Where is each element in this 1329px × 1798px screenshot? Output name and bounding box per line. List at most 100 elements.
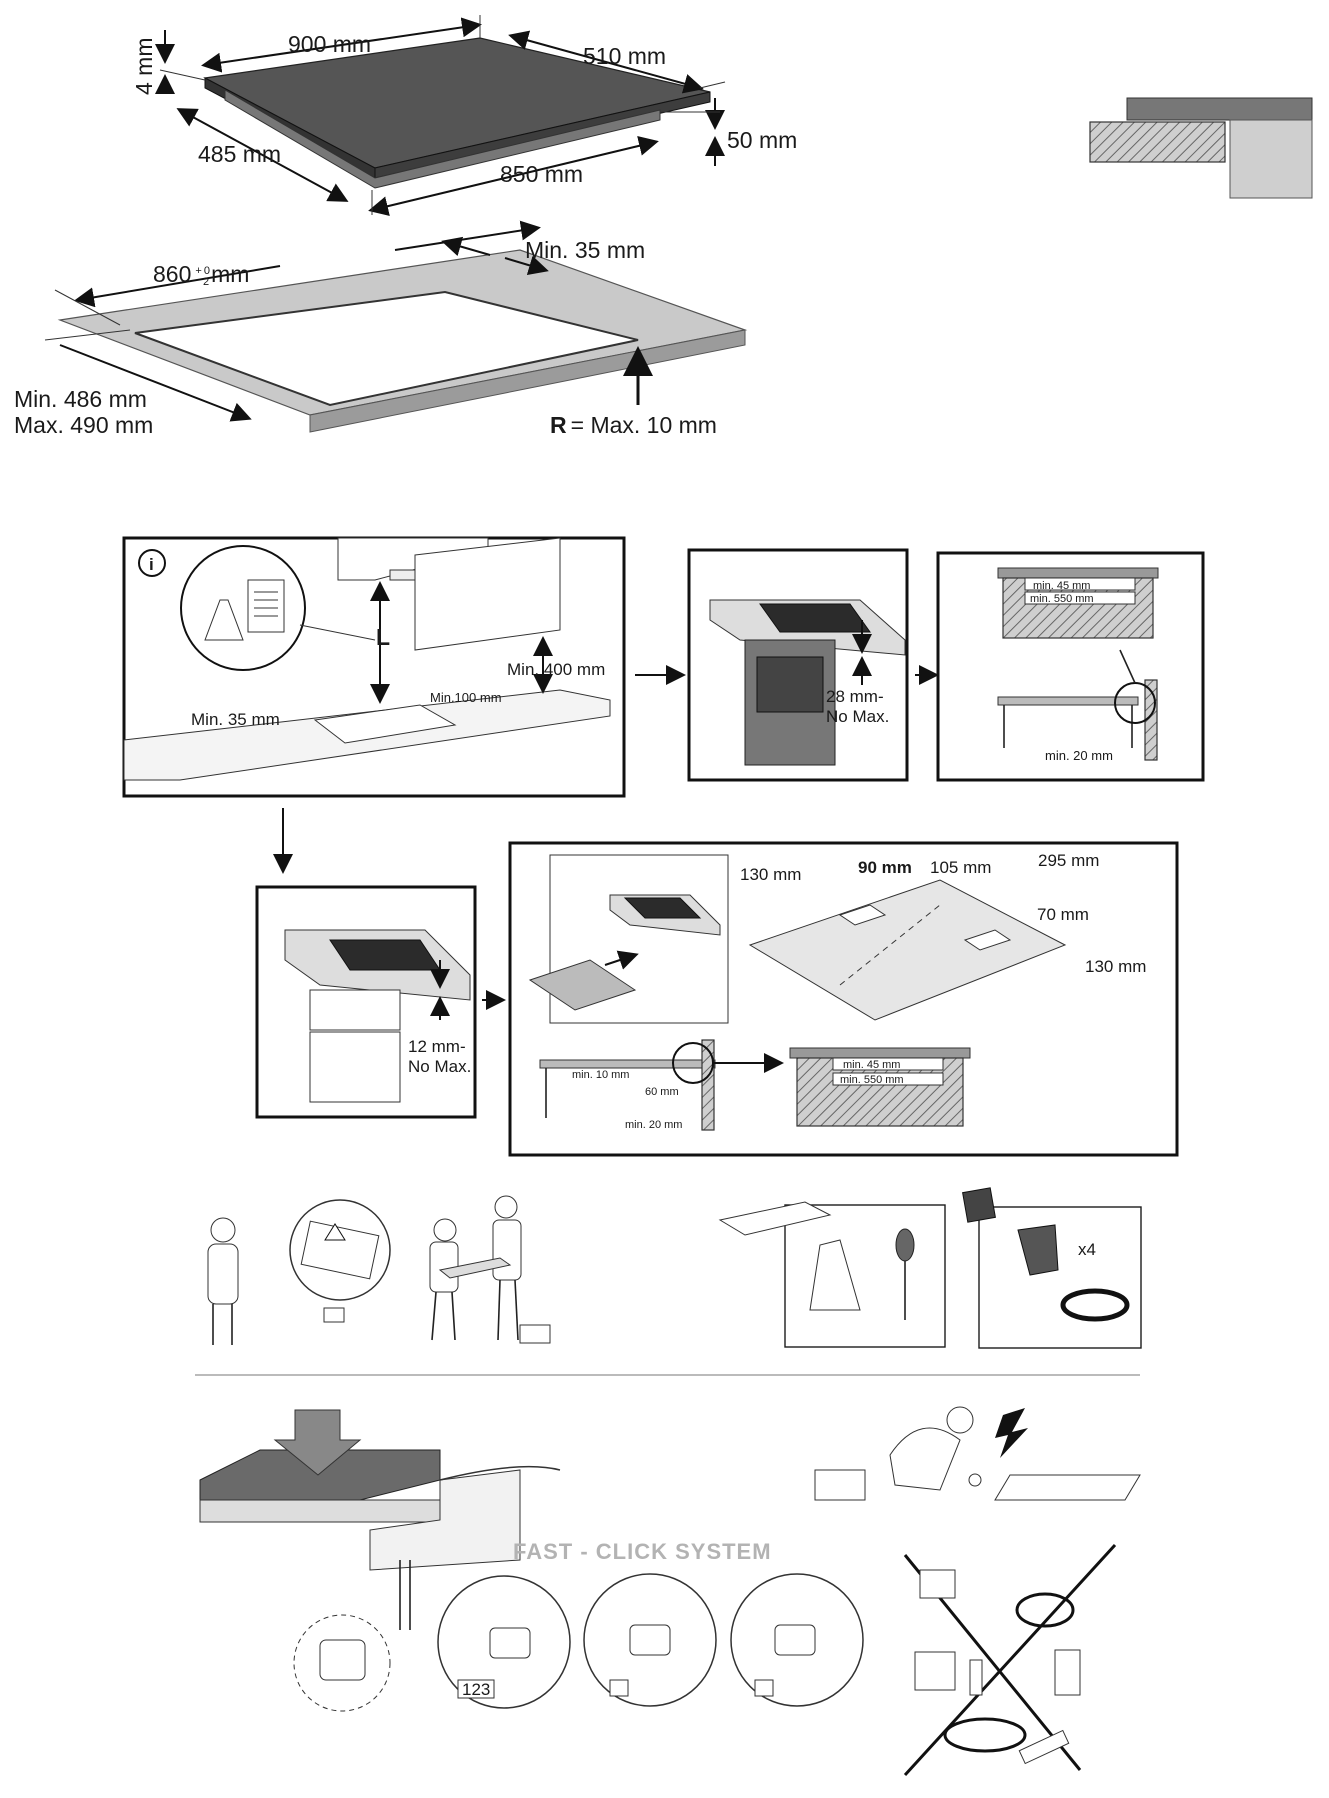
lower-shelf [539,1059,716,1069]
bracket-icon [1017,1224,1059,1276]
inset-board [528,959,637,1011]
warning-icon [324,1223,346,1241]
cutout-tolerance-plus: + [195,265,201,277]
drawer-gap-label-top: 12 mm- [408,1037,466,1056]
oven-hob [759,603,871,633]
inset-push-arrow [604,950,639,970]
step-1-clip [489,1627,531,1659]
worker2-body [492,1219,522,1281]
multiplier-label: x4 [1078,1240,1096,1259]
cutout-width-tick [54,289,121,326]
min550-box-1 [1024,591,1136,605]
cutout-width-arrow-a [74,265,281,308]
tools-box [784,1204,946,1348]
plug-icon [968,1473,982,1487]
extension-cord-icon [1015,1592,1075,1628]
inner-width-arrow [368,136,659,216]
section-cabinet [1229,119,1313,199]
min45-box-2 [832,1057,944,1071]
min35-label: Min. 35 mm [191,710,280,729]
section-hob-2 [789,1047,971,1059]
cutout-width-arrow-b [394,220,541,251]
power-strip-cord [943,1717,1027,1753]
hob-base [199,1499,441,1523]
reader-body [207,1243,239,1305]
worker1-leg-b [451,1291,456,1341]
screwdriver-handle [895,1228,915,1262]
install-row: FAST - CLICK SYSTEM 123 [199,1406,1141,1777]
dim-inner-width-label: 850 mm [500,161,583,187]
min35-arrow-b [504,255,549,275]
radius-letter: R [550,412,567,438]
radius-value: = Max. 10 mm [571,412,717,438]
electrician-head [946,1406,974,1434]
lightning-icon [995,1408,1028,1458]
panel-130-a-label: 130 mm [740,865,801,884]
toolbox-icon [718,1201,832,1236]
cutout-width-unit: mm [211,261,249,287]
back-panel-notch-a [838,904,887,926]
power-strip-icon [1018,1729,1070,1765]
toolbox-small [519,1324,551,1344]
min550-box-2 [832,1072,944,1086]
step-3-box [754,1679,774,1697]
back-panel [748,879,1067,1021]
dim-thickness-label: 4 mm [131,38,157,96]
cutout-depth-max-label: Max. 490 mm [14,412,153,438]
cutout-hole [134,290,639,407]
section-detail-pointer-1 [1119,649,1136,684]
electrician-body [889,1427,961,1491]
min550-label-1: min. 550 mm [1030,593,1094,605]
manual-page [247,579,285,633]
dim-width-label: 900 mm [288,31,371,57]
section-panel-1: min. 45 mm min. 550 mm min. 20 mm [936,551,1205,782]
cutout-depth-tick [44,329,131,341]
gloves-icon [809,1239,861,1311]
hood-pointer [299,624,376,641]
drawer-panel: 12 mm- No Max. [255,885,477,1119]
drawer-gap-label-bot: No Max. [408,1057,471,1076]
dim-depth-label: 510 mm [583,43,666,69]
worker1-leg-a [431,1291,437,1341]
oven-panel: 28 mm- No Max. [687,548,909,782]
panel-105-label: 105 mm [930,858,991,877]
cutout-width-number: 860 [153,261,191,287]
kitchen-clearance-panel: i L Min. 400 mm Min. 35 mm Min.100 mm [122,536,626,798]
step-3-clip [774,1624,816,1656]
cutout-min-edge-label: Min. 35 mm [525,237,645,263]
double-socket-icon [1054,1649,1081,1696]
info-icon [138,549,166,577]
electrician-toolbox [814,1469,866,1501]
tape-roll-icon [1060,1288,1130,1322]
worker2-head [494,1195,518,1219]
min20-label-2: min. 20 mm [625,1119,682,1131]
cutout-depth-arrow [59,344,252,422]
inner-depth-arrow [176,108,349,202]
min20-label-1: min. 20 mm [1045,748,1113,763]
panel-cutout-section: 130 mm 90 mm 105 mm 295 mm 70 mm 130 mm … [508,841,1179,1157]
carried-hob [438,1257,512,1279]
safety-row: x4 [207,1187,1142,1349]
panel-295-label: 295 mm [1038,851,1099,870]
socket-icon [914,1651,956,1691]
section-worktop [1089,121,1226,163]
oven-window [756,656,824,713]
min45-box-1 [1024,577,1136,591]
section-hob [1126,97,1313,121]
depth-arrow [508,30,704,94]
radius-label: R= Max. 10 mm [550,412,717,438]
min550-label-2: min. 550 mm [840,1074,904,1086]
clip-icon [319,1639,366,1681]
min35-arrow-a [441,236,491,257]
depth-tick [699,81,726,89]
drawer-1 [309,989,401,1031]
hood-sketch [204,599,244,641]
hood-letter: L [376,624,390,650]
inset-hob [623,897,702,919]
worktop-section [1089,97,1313,199]
drawer-hob [329,939,441,971]
book-icon [323,1307,345,1323]
